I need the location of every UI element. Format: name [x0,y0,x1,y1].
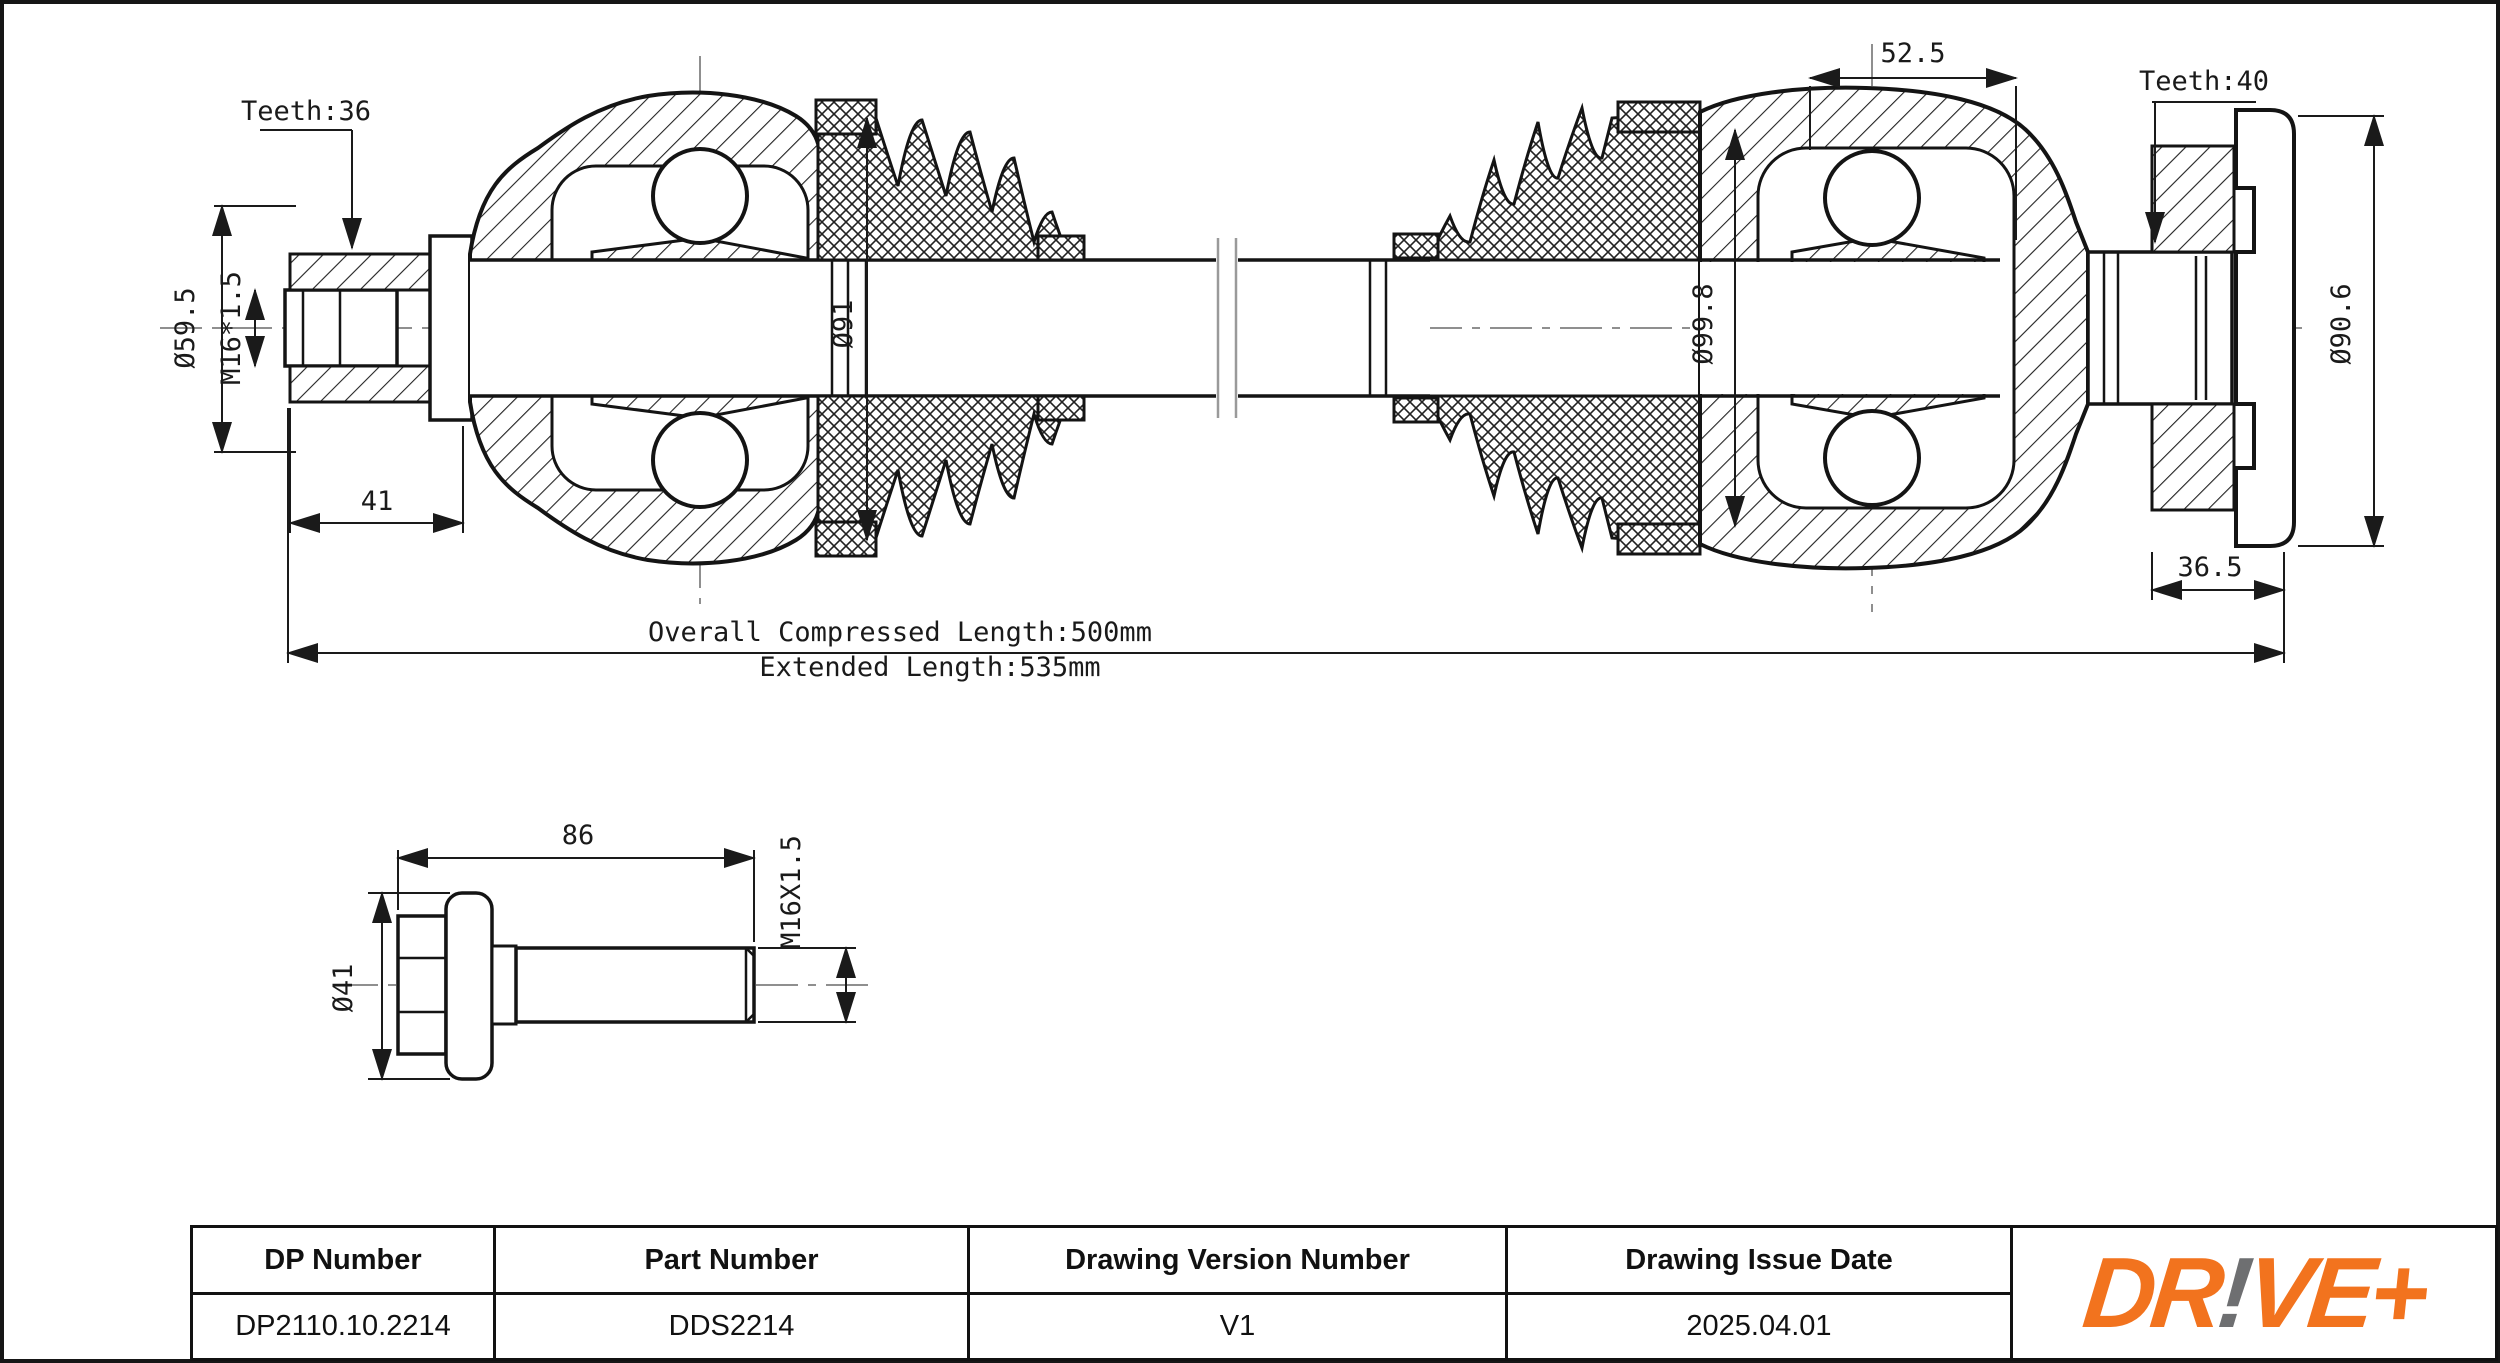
right-boot-clamp-small-top [1392,232,1440,260]
label-overall-compressed: Overall Compressed Length:500mm [648,617,1152,648]
part-number-header: Part Number [493,1225,970,1295]
flange-plate [2234,108,2296,548]
center-shaft [470,238,1430,418]
right-boot-clamp-large-top [1616,100,1702,134]
left-bearing-ball-top [651,147,749,245]
right-bearing-ball-top [1823,149,1921,247]
label-thread-left: M16*1.5 [216,271,247,385]
output-flange [2086,108,2296,548]
title-block: DP Number Part Number Drawing Version Nu… [190,1225,2498,1361]
label-teeth-left: Teeth:36 [241,96,371,127]
label-bolt-length: 86 [562,820,595,851]
bolt-hex-head [396,914,448,1056]
left-bearing-ball-bottom [651,411,749,509]
output-stub [2086,250,2234,406]
bolt-threaded-shaft [514,946,756,1024]
right-boot-clamp-small-bottom [1392,396,1440,424]
label-dia-left-boot: Ø91 [828,300,859,349]
left-stub-shaft [283,234,474,422]
label-len-flange: 36.5 [2177,552,2242,583]
label-dia-flange: Ø90.6 [2326,283,2357,364]
issue-date-header: Drawing Issue Date [1505,1225,2013,1295]
dimension-lines [212,68,2384,1081]
flange-spline-bottom [2150,402,2236,512]
bolt-neck [490,944,518,1026]
right-boot-clamp-large-bottom [1616,522,1702,556]
left-boot-clamp-small-bottom [1036,394,1086,422]
right-cv-joint [1698,85,2090,571]
label-teeth-right: Teeth:40 [2139,66,2269,97]
label-dia-right-joint: Ø99.8 [1688,283,1719,364]
drawing-version-header: Drawing Version Number [967,1225,1508,1295]
label-bolt-head-dia: Ø41 [328,964,359,1013]
issue-date-value: 2025.04.01 [1505,1292,2013,1361]
dp-number-value: DP2110.10.2214 [190,1292,496,1361]
label-len-left-stub: 41 [361,486,394,517]
label-extended: Extended Length:535mm [759,652,1100,683]
left-boot [814,98,1086,558]
flange-spline-top [2150,144,2236,254]
bolt-flange-washer [444,891,494,1081]
flange-bolt [396,891,756,1081]
part-number-value: DDS2214 [493,1292,970,1361]
brand-logo: DR!VE+ [2008,1237,2500,1349]
dp-number-header: DP Number [190,1225,496,1295]
drawing-version-value: V1 [967,1292,1508,1361]
label-bolt-thread: M16X1.5 [776,835,807,949]
dimension-labels: Teeth:36 Ø59.5 M16*1.5 41 Ø91 52.5 Teeth… [170,38,2357,1012]
right-bearing-ball-bottom [1823,409,1921,507]
logo-text-right: VE+ [2241,1237,2430,1349]
label-len-top-right: 52.5 [1880,38,1945,69]
shaft-break-symbol [1216,238,1238,418]
label-dia-left-outer: Ø59.5 [170,287,201,368]
logo-text-left: DR [2078,1237,2225,1349]
left-boot-clamp-small-top [1036,234,1086,262]
brand-logo-cell: DR!VE+ [2010,1225,2498,1361]
right-boot [1392,100,1702,556]
